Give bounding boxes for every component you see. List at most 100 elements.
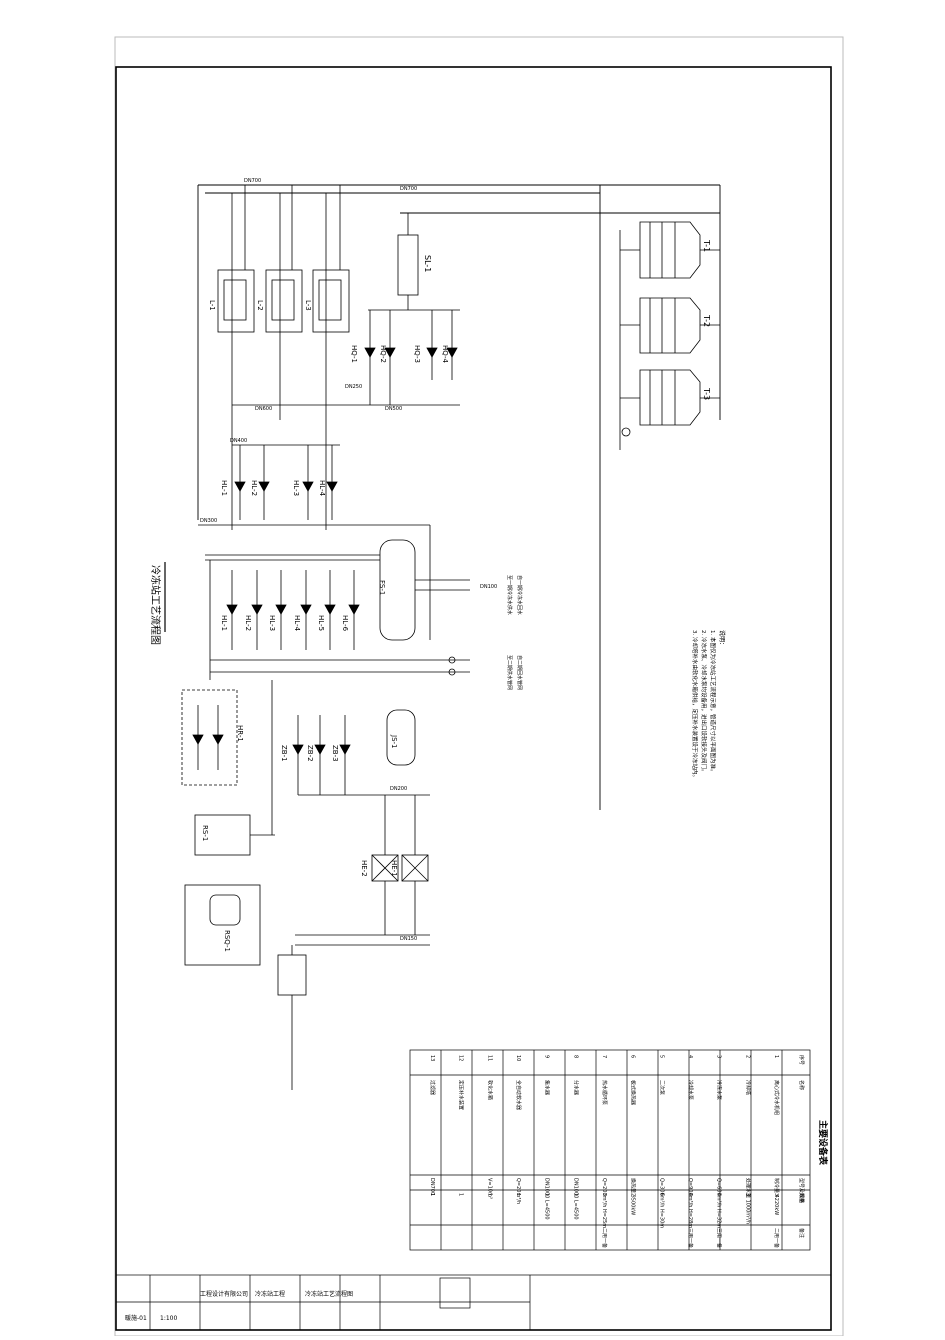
- outlet-label-2: 自一期冷冻水回水: [516, 575, 523, 615]
- table-header-cell: 备注: [798, 1228, 805, 1238]
- title-drawing-no: 暖施-01: [125, 1314, 147, 1322]
- table-header-cell: 数量: [798, 1193, 805, 1203]
- table-cell: 1: [429, 1193, 435, 1196]
- table-cell: Q=20m³/h: [515, 1178, 521, 1204]
- table-cell: 1: [458, 1193, 464, 1196]
- pipe-label-8: DN200: [390, 786, 407, 792]
- softener-group: [184, 680, 307, 1090]
- table-cell: 制冷量 4220kW: [773, 1178, 780, 1215]
- table-cell: 11: [486, 1055, 492, 1061]
- filter-tag: SL-1: [423, 255, 432, 272]
- table-cell: V=10m³: [486, 1178, 492, 1199]
- tower-tag-3: T-3: [702, 387, 711, 400]
- table-cell: 1: [544, 1193, 550, 1196]
- pipe-label-9: DN150: [400, 936, 417, 942]
- hl-tag-4: HL-4: [318, 480, 326, 497]
- shl-tag-3: HL-3: [268, 615, 276, 631]
- table-cell: 二次泵: [658, 1080, 665, 1095]
- table-cell: 7: [601, 1055, 607, 1058]
- table-cell: 换热量 3500kW: [630, 1178, 637, 1215]
- section-title: 冷冻站工艺流程图: [149, 565, 162, 645]
- title-company: 工程设计有限公司: [200, 1290, 248, 1298]
- chilled-pump-group: [198, 420, 430, 530]
- table-cell: 冷冻水泵: [716, 1080, 723, 1100]
- top-main-pipes: [197, 184, 721, 810]
- pipe-label-4: DN500: [385, 406, 402, 412]
- zb-tag-3: ZB-3: [331, 745, 339, 762]
- table-cell: 1: [486, 1193, 492, 1196]
- table-cell: 冷却水泵: [687, 1080, 694, 1100]
- table-cell: 2: [744, 1055, 750, 1058]
- zb-tag-2: ZB-2: [306, 745, 314, 762]
- table-cell: 三用一备: [687, 1228, 694, 1248]
- table-cell: 3: [744, 1193, 750, 1196]
- table-cell: 离心式冷水机组: [773, 1080, 780, 1115]
- cooling-tower-group: [619, 221, 720, 450]
- chiller-tag-2: L-2: [256, 300, 264, 311]
- secondary-pump-group: [205, 525, 470, 680]
- condenser-pump-group: [364, 310, 458, 405]
- inner-frame: [115, 66, 832, 1331]
- outlet-label-3: 至二期供水管网: [506, 655, 513, 690]
- table-cell: 热水循环泵: [601, 1080, 608, 1105]
- title-drawing-name: 冷冻站工艺流程图: [305, 1290, 353, 1298]
- table-cell: 全自动软水器: [515, 1080, 522, 1110]
- shl-tag-6: HL-6: [341, 615, 349, 632]
- table-cell: 软化水箱: [486, 1080, 493, 1100]
- title-block: [115, 1274, 832, 1331]
- he-tag-1: HE-2: [360, 860, 368, 877]
- fs-tag: FS-1: [378, 580, 386, 595]
- table-cell: 过滤器: [429, 1080, 436, 1095]
- rs-tag: RS-1: [201, 825, 209, 841]
- table-header-cell: 型号及规格: [798, 1178, 805, 1203]
- hl-tag-2: HL-2: [250, 480, 258, 496]
- table-cell: 三用一备: [716, 1228, 723, 1248]
- zb-tag-1: ZB-1: [280, 745, 288, 762]
- table-cell: 10: [515, 1055, 521, 1061]
- table-cell: Q=900m³/h H=28m: [687, 1178, 693, 1228]
- table-cell: Q=200m³/h H=25m: [601, 1178, 607, 1228]
- shl-tag-2: HL-2: [244, 615, 252, 631]
- title-scale: 1:100: [160, 1315, 177, 1322]
- shl-tag-4: HL-4: [293, 615, 301, 632]
- table-cell: 6: [630, 1055, 636, 1058]
- he-tag-2: HE-1: [390, 860, 398, 877]
- table-cell: 二用一备: [773, 1228, 780, 1248]
- table-cell: 1: [773, 1055, 779, 1058]
- notes-heading: 说明：: [718, 630, 726, 648]
- hl-tag-3: HL-3: [292, 480, 300, 496]
- table-cell: 板式换热器: [630, 1080, 637, 1105]
- rsq-tag: RSQ-1: [223, 930, 231, 952]
- note-line-1: 1. 本图仅为冷冻站工艺流程示意，管道尺寸以平面图为准。: [709, 630, 717, 775]
- pipe-label-1: DN700: [244, 178, 261, 184]
- table-cell: 3: [716, 1055, 722, 1058]
- equipment-table-title: 主要设备表: [817, 1120, 829, 1166]
- hq-tag-3: HQ-3: [413, 345, 421, 363]
- pipe-label-5: DN400: [230, 438, 247, 444]
- table-cell: 13: [429, 1055, 435, 1061]
- pipe-label-10: DN100: [480, 584, 497, 590]
- hot-water-pump-group: [181, 689, 238, 786]
- table-cell: 6: [658, 1193, 664, 1196]
- equipment-table: [409, 1049, 811, 1251]
- note-line-2: 2. 冷冻水泵、冷却水泵均设备用，进出口设软接头及阀门。: [700, 630, 708, 775]
- table-cell: DN700: [429, 1178, 435, 1195]
- pipe-label-3: DN600: [255, 406, 272, 412]
- tower-tag-2: T-2: [702, 314, 711, 327]
- table-cell: DN1000 L=4500: [544, 1178, 550, 1220]
- hq-tag-1: HQ-1: [350, 345, 358, 363]
- table-cell: DN1000 L=4500: [572, 1178, 578, 1220]
- hl-tag-1: HL-1: [220, 480, 228, 496]
- hq-tag-2: HQ-2: [379, 345, 387, 363]
- heat-pump-group: [292, 709, 430, 796]
- table-cell: 4: [687, 1055, 693, 1058]
- outlet-label-1: 至一期冷冻水供水: [506, 575, 513, 615]
- table-cell: 4: [716, 1193, 722, 1196]
- table-cell: 12: [458, 1055, 464, 1061]
- chiller-tag-3: L-3: [304, 300, 312, 311]
- table-cell: 2: [630, 1193, 636, 1196]
- table-cell: 9: [544, 1055, 550, 1058]
